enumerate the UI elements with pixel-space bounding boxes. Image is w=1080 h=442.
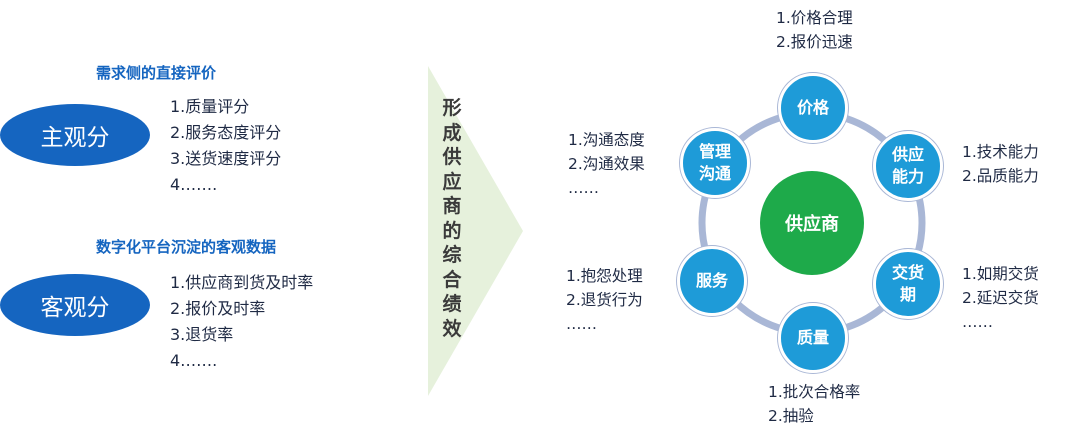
list-item: 1.如期交货 — [962, 265, 1039, 283]
management-communication-notes: 1.沟通态度 2.沟通效果 …… — [568, 128, 645, 200]
list-item: 1.价格合理 — [776, 9, 853, 27]
price-notes: 1.价格合理 2.报价迅速 — [776, 6, 853, 54]
list-item: 1.批次合格率 — [768, 383, 861, 401]
list-item: 1.抱怨处理 — [566, 267, 643, 285]
management-communication-node-label: 管理沟通 — [698, 142, 731, 183]
arrow-text: 形成供应商的综合绩效 — [442, 97, 462, 340]
list-item: 2.报价迅速 — [776, 33, 853, 51]
service-notes: 1.抱怨处理 2.退货行为 …… — [566, 264, 643, 336]
list-item: 2.延迟交货 — [962, 289, 1039, 307]
supply-capability-node-label: 供应能力 — [891, 145, 924, 186]
objective-score-label: 客观分 — [0, 274, 150, 336]
list-item: 1.沟通态度 — [568, 131, 645, 149]
subjective-criteria-list: 1.质量评分 2.服务态度评分 3.送货速度评分 4……. — [170, 94, 281, 198]
supply-capability-notes: 1.技术能力 2.品质能力 — [962, 140, 1039, 188]
list-item: 4……. — [170, 175, 218, 194]
list-item: 2.沟通效果 — [568, 155, 645, 173]
supply-capability-node: 供应能力 — [873, 131, 943, 201]
price-node-label: 价格 — [796, 98, 829, 117]
list-item: 2.退货行为 — [566, 291, 643, 309]
delivery-node-label: 交货期 — [891, 263, 924, 304]
list-item: 1.供应商到货及时率 — [170, 273, 314, 292]
delivery-node: 交货期 — [873, 249, 943, 319]
list-item: 2.抽验 — [768, 407, 814, 425]
quality-notes: 1.批次合格率 2.抽验 — [768, 380, 860, 428]
list-item: 2.服务态度评分 — [170, 123, 282, 142]
flow-arrow — [428, 66, 523, 396]
management-communication-node: 管理沟通 — [680, 128, 750, 198]
delivery-notes: 1.如期交货 2.延迟交货 …… — [962, 262, 1039, 334]
list-item: 2.报价及时率 — [170, 299, 266, 318]
objective-heading: 数字化平台沉淀的客观数据 — [96, 238, 277, 256]
subjective-heading: 需求侧的直接评价 — [96, 64, 217, 82]
price-node: 价格 — [778, 73, 848, 143]
list-item: 4……. — [170, 351, 218, 370]
service-node-label: 服务 — [695, 271, 728, 290]
list-item: …… — [568, 179, 599, 197]
service-node: 服务 — [677, 246, 747, 316]
quality-node-label: 质量 — [796, 328, 829, 347]
list-item: 2.品质能力 — [962, 167, 1039, 185]
list-item: 3.退货率 — [170, 325, 234, 344]
quality-node: 质量 — [778, 303, 848, 373]
objective-criteria-list: 1.供应商到货及时率 2.报价及时率 3.退货率 4……. — [170, 270, 313, 374]
list-item: …… — [962, 313, 993, 331]
list-item: …… — [566, 315, 597, 333]
supplier-center-node: 供应商 — [760, 171, 864, 275]
subjective-score-label: 主观分 — [0, 104, 150, 166]
list-item: 1.质量评分 — [170, 97, 250, 116]
list-item: 1.技术能力 — [962, 143, 1039, 161]
list-item: 3.送货速度评分 — [170, 149, 282, 168]
